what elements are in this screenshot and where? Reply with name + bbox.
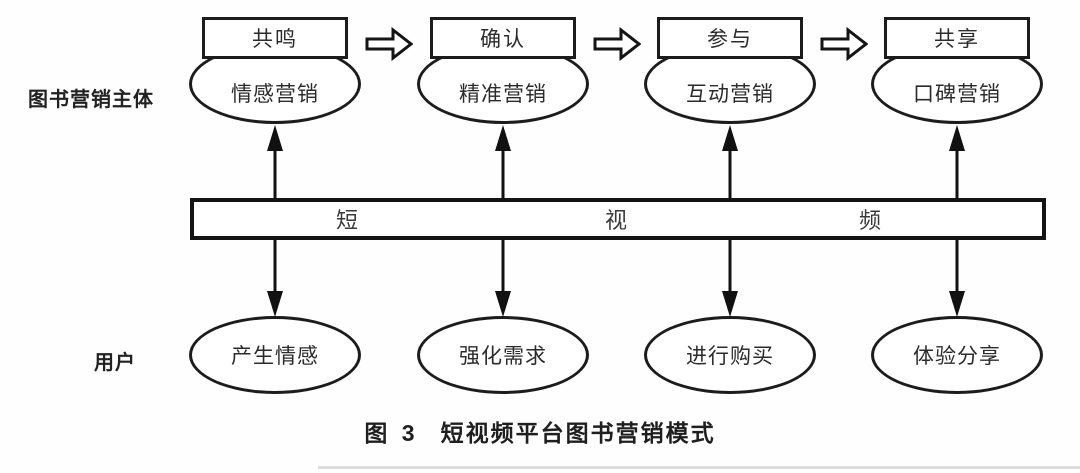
flow-arrow-icon [820, 27, 868, 61]
up-arrow-icon [719, 124, 741, 202]
figure-caption: 图 3 短视频平台图书营销模式 [0, 414, 1080, 448]
stage-label: 确认 [480, 27, 526, 51]
down-arrow-icon [946, 239, 968, 318]
user-action-label: 体验分享 [913, 344, 1001, 368]
stage-label: 共鸣 [252, 27, 298, 51]
user-action-label: 产生情感 [231, 344, 319, 368]
user-action-label: 强化需求 [459, 344, 547, 368]
down-arrow-icon [492, 239, 514, 318]
flow-arrow-icon [593, 27, 641, 61]
scan-divider-line [318, 466, 1080, 469]
stage-box: 共鸣 [202, 17, 348, 59]
flow-arrow-icon [365, 27, 413, 61]
subject-row-label: 图书营销主体 [28, 89, 154, 111]
down-arrow-icon [264, 239, 286, 318]
user-action-label: 进行购买 [686, 344, 774, 368]
stage-label: 参与 [707, 27, 753, 51]
up-arrow-icon [492, 124, 514, 202]
up-arrow-icon [264, 124, 286, 202]
stage-label: 共享 [934, 27, 980, 51]
bar-char: 视 [604, 208, 628, 233]
stage-box: 参与 [657, 17, 803, 59]
marketing-label: 互动营销 [686, 82, 774, 106]
bar-char: 频 [858, 208, 882, 233]
marketing-label: 情感营销 [231, 82, 319, 106]
marketing-label: 精准营销 [459, 82, 547, 106]
down-arrow-icon [719, 239, 741, 318]
stage-box: 共享 [884, 17, 1030, 59]
user-action-ellipse: 产生情感 [189, 316, 361, 394]
user-row-label: 用户 [94, 352, 136, 374]
user-action-ellipse: 体验分享 [871, 316, 1043, 394]
figure-number: 图 3 [364, 420, 419, 446]
stage-box: 确认 [430, 17, 576, 59]
up-arrow-icon [946, 124, 968, 202]
short-video-bar: 短 视 频 [190, 198, 1046, 240]
marketing-label: 口碑营销 [913, 82, 1001, 106]
bar-char: 短 [335, 208, 359, 233]
figure-title: 短视频平台图书营销模式 [440, 420, 716, 446]
user-action-ellipse: 进行购买 [644, 316, 816, 394]
user-action-ellipse: 强化需求 [417, 316, 589, 394]
